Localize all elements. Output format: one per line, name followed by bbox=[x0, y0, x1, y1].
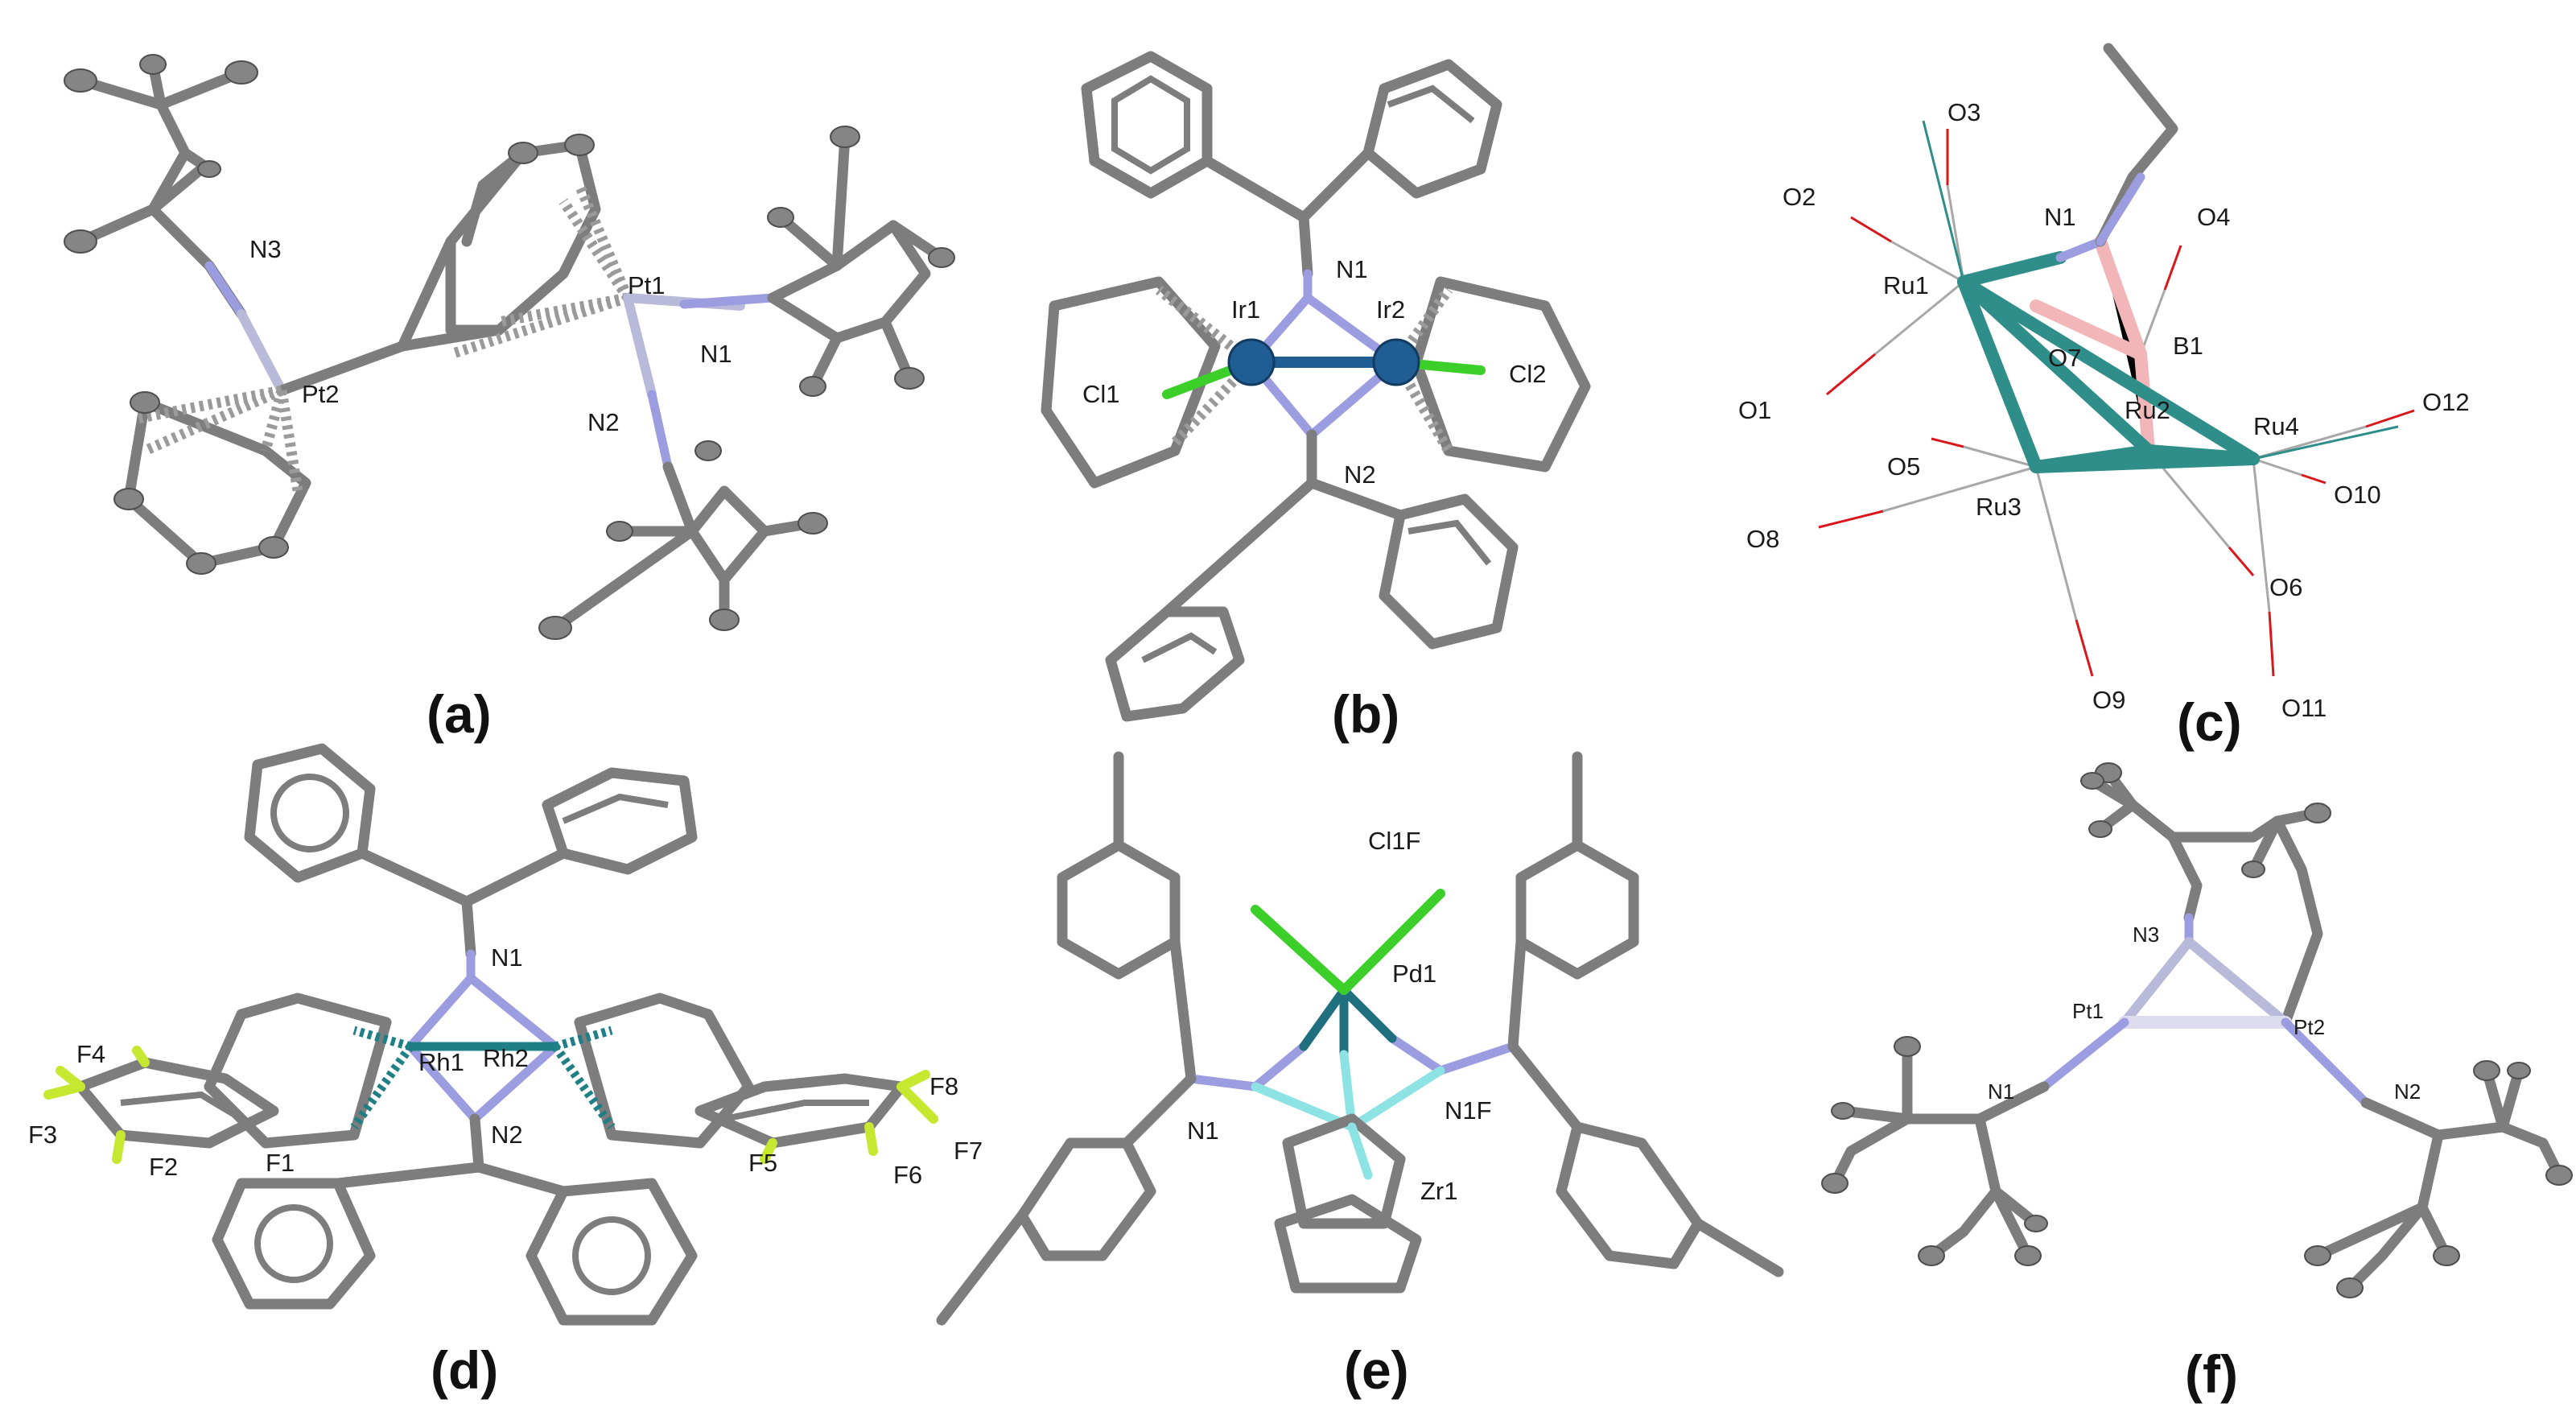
atom-label-f-n1: N1 bbox=[1988, 1079, 2014, 1104]
atom-label-a-pt2: Pt2 bbox=[302, 380, 340, 408]
atom-label-c-ru1: Ru1 bbox=[1883, 271, 1929, 299]
panel-c-structure bbox=[1818, 43, 2415, 677]
atom-label-d-f2: F2 bbox=[149, 1153, 178, 1181]
atom-label-d-f7: F7 bbox=[954, 1137, 983, 1165]
atom-label-b-n1: N1 bbox=[1336, 255, 1368, 283]
atom-label-e-zr1: Zr1 bbox=[1420, 1177, 1458, 1205]
atom-label-c-n1: N1 bbox=[2044, 203, 2076, 231]
panel-f-structure bbox=[1821, 762, 2573, 1298]
atom-label-d-f1: F1 bbox=[266, 1149, 295, 1177]
atom-label-f-pt1: Pt1 bbox=[2072, 999, 2104, 1023]
panel-a-structure bbox=[64, 54, 955, 640]
atom-label-d-rh1: Rh1 bbox=[418, 1048, 464, 1076]
atom-label-c-o11: O11 bbox=[2281, 694, 2327, 722]
panel-caption-c: (c) bbox=[2177, 692, 2242, 752]
atom-label-c-ru3: Ru3 bbox=[1976, 493, 2022, 521]
atom-label-d-f5: F5 bbox=[748, 1149, 777, 1177]
atom-label-f-n2: N2 bbox=[2394, 1079, 2421, 1104]
atom-label-c-o3: O3 bbox=[1947, 98, 1980, 126]
panel-d-structure bbox=[43, 743, 938, 1326]
panel-caption-f: (f) bbox=[2185, 1344, 2238, 1404]
atom-label-d-n2: N2 bbox=[491, 1121, 523, 1149]
panel-caption-d: (d) bbox=[431, 1340, 498, 1400]
atom-label-c-b1: B1 bbox=[2173, 332, 2203, 360]
panel-e: Cl1F Pd1 N1 N1F Zr1 (e) bbox=[936, 751, 1784, 1400]
atom-label-c-o5: O5 bbox=[1887, 452, 1920, 481]
panel-e-structure bbox=[936, 751, 1784, 1326]
atom-label-a-n3: N3 bbox=[249, 235, 282, 263]
atom-label-d-f6: F6 bbox=[893, 1161, 922, 1189]
panel-caption-b: (b) bbox=[1332, 684, 1399, 744]
atom-label-c-ru2: Ru2 bbox=[2125, 396, 2170, 424]
atom-label-a-n1: N1 bbox=[700, 340, 732, 368]
atom-label-c-o12: O12 bbox=[2422, 388, 2470, 416]
atom-label-b-ir2: Ir2 bbox=[1376, 295, 1405, 324]
atom-label-e-cl1f: Cl1F bbox=[1368, 827, 1420, 855]
atom-label-c-o2: O2 bbox=[1783, 183, 1816, 211]
atom-label-c-ru4: Ru4 bbox=[2253, 412, 2299, 440]
atom-label-e-pd1: Pd1 bbox=[1392, 960, 1436, 988]
panel-caption-a: (a) bbox=[427, 684, 492, 744]
atom-label-c-o6: O6 bbox=[2269, 573, 2302, 601]
panel-f: N3 Pt1 Pt2 N1 N2 (f) bbox=[1821, 762, 2573, 1404]
atom-label-d-f8: F8 bbox=[929, 1072, 958, 1100]
atom-label-a-n2: N2 bbox=[587, 408, 620, 436]
atom-label-d-f4: F4 bbox=[76, 1040, 105, 1068]
atom-label-e-n1f: N1F bbox=[1445, 1096, 1492, 1125]
panel-a: N3 Pt1 Pt2 N1 N2 (a) bbox=[64, 54, 955, 744]
atom-label-f-n3: N3 bbox=[2133, 922, 2159, 947]
atom-label-d-rh2: Rh2 bbox=[483, 1044, 529, 1072]
atom-label-b-ir1: Ir1 bbox=[1231, 295, 1260, 324]
panel-d: N1 Rh1 Rh2 N2 F4 F3 F2 F1 F5 F6 F7 F8 (d… bbox=[28, 743, 983, 1400]
atom-label-d-n1: N1 bbox=[491, 943, 523, 972]
atom-label-c-o8: O8 bbox=[1746, 525, 1779, 553]
panel-c: O3 O2 N1 O4 Ru1 B1 O7 Ru2 Ru4 O12 O1 O5 … bbox=[1738, 43, 2470, 752]
atom-label-c-o9: O9 bbox=[2092, 686, 2125, 714]
atom-label-a-pt1: Pt1 bbox=[628, 271, 666, 299]
atom-label-d-f3: F3 bbox=[28, 1121, 57, 1149]
atom-label-b-n2: N2 bbox=[1344, 460, 1376, 489]
atom-label-c-o4: O4 bbox=[2197, 203, 2230, 231]
panel-caption-e: (e) bbox=[1344, 1340, 1409, 1400]
atom-label-c-o7: O7 bbox=[2048, 344, 2081, 372]
atom-label-b-cl1: Cl1 bbox=[1082, 380, 1120, 408]
panel-b-structure bbox=[1041, 51, 1591, 722]
atom-label-c-o10: O10 bbox=[2334, 481, 2381, 509]
atom-label-f-pt2: Pt2 bbox=[2294, 1015, 2325, 1039]
atom-label-c-o1: O1 bbox=[1738, 396, 1771, 424]
panel-b: N1 Ir1 Ir2 Cl1 Cl2 N2 (b) bbox=[1041, 51, 1591, 744]
atom-label-e-n1: N1 bbox=[1187, 1116, 1219, 1145]
atom-label-b-cl2: Cl2 bbox=[1509, 360, 1547, 388]
